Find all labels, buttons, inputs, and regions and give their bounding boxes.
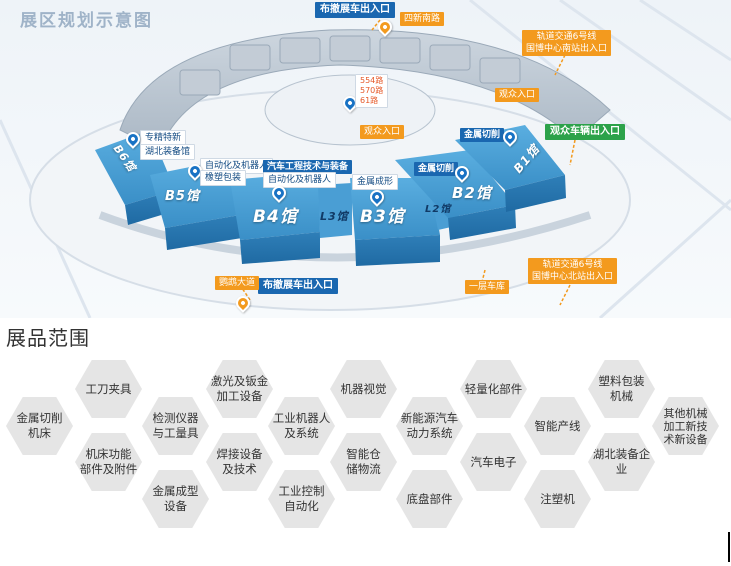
hall-b4-label: B4馆 bbox=[253, 207, 298, 227]
rubber-plastic-tag: 橡塑包装 bbox=[200, 170, 247, 186]
visitor-vehicle-entrance-tag: 观众车辆出入口 bbox=[545, 124, 625, 140]
hall-l3-label: L3馆 bbox=[320, 210, 349, 223]
hex-machine-parts: 机床功能 部件及附件 bbox=[75, 433, 142, 491]
automation-robot-b4-tag: 自动化及机器人 bbox=[263, 172, 337, 188]
metal-cutting-b2-tag: 金属切削 bbox=[414, 162, 459, 176]
text-cursor bbox=[728, 532, 730, 562]
metro-north-tag: 轨道交通6号线 国博中心北站出入口 bbox=[528, 258, 618, 284]
hex-metal-forming-equipment: 金属成型 设备 bbox=[142, 470, 209, 528]
hex-hubei-enterprises: 湖北装备企业 bbox=[588, 433, 655, 491]
visitor-entrance-tag-2: 观众入口 bbox=[360, 125, 405, 139]
metro-south-tag: 轨道交通6号线 国博中心南站出入口 bbox=[522, 30, 612, 56]
hex-smart-production-line: 智能产线 bbox=[524, 397, 591, 455]
yingwu-avenue-tag: 鹦鹉大道 bbox=[215, 276, 260, 290]
hex-chassis-parts: 底盘部件 bbox=[396, 470, 463, 528]
hall-b3-label: B3馆 bbox=[360, 207, 405, 227]
auto-engineering-tag: 汽车工程技术与装备 bbox=[263, 160, 353, 174]
hex-injection-molding: 注塑机 bbox=[524, 470, 591, 528]
visitor-entrance-tag-1: 观众入口 bbox=[495, 88, 540, 102]
walkway bbox=[98, 211, 592, 262]
hex-industrial-control: 工业控制 自动化 bbox=[268, 470, 335, 528]
hex-smart-warehouse: 智能仓 储物流 bbox=[330, 433, 397, 491]
hex-laser-sheet-metal: 激光及钣金 加工设备 bbox=[206, 360, 273, 418]
hex-nev-powertrain: 新能源汽车 动力系统 bbox=[396, 397, 463, 455]
hex-industrial-robots: 工业机器人 及系统 bbox=[268, 397, 335, 455]
hex-plastic-packaging: 塑料包装 机械 bbox=[588, 360, 655, 418]
hex-welding: 焊接设备 及技术 bbox=[206, 433, 273, 491]
sixi-road-tag: 四新南路 bbox=[400, 12, 445, 26]
hex-metal-cutting-machine: 金属切削 机床 bbox=[6, 397, 73, 455]
hex-other-new-tech: 其他机械 加工新技 术新设备 bbox=[652, 397, 719, 455]
hall-l2-label: L2馆 bbox=[425, 204, 452, 215]
hall-b2-label: B2馆 bbox=[452, 184, 492, 202]
hex-auto-electronics: 汽车电子 bbox=[460, 433, 527, 491]
ground-parking-tag: 一层车库 bbox=[465, 280, 510, 294]
hubei-equipment-tag: 湖北装备馆 bbox=[140, 144, 196, 160]
hall-b5-label: B5馆 bbox=[165, 189, 200, 204]
metal-cutting-b1-tag: 金属切削 bbox=[460, 128, 505, 142]
hex-machine-vision: 机器视觉 bbox=[330, 360, 397, 418]
bottom-exhibitor-entrance-tag: 布撤展车出入口 bbox=[258, 278, 338, 294]
top-exhibitor-entrance-tag: 布撤展车出入口 bbox=[315, 2, 395, 18]
hex-lightweight-parts: 轻量化部件 bbox=[460, 360, 527, 418]
exhibition-map: 展区规划示意图 布撤展车出入口 四新南路 轨道交通6号线 国博中心南站出入口 5… bbox=[0, 0, 731, 318]
scope-title: 展品范围 bbox=[6, 326, 90, 350]
hex-testing-instruments: 检测仪器 与工量具 bbox=[142, 397, 209, 455]
map-drawing bbox=[0, 0, 731, 318]
map-title: 展区规划示意图 bbox=[20, 11, 153, 31]
bus-routes-tag: 554路 570路 61路 bbox=[355, 74, 389, 108]
metal-forming-tag: 金属成形 bbox=[352, 174, 399, 190]
hex-tools-fixtures: 工刀夹具 bbox=[75, 360, 142, 418]
